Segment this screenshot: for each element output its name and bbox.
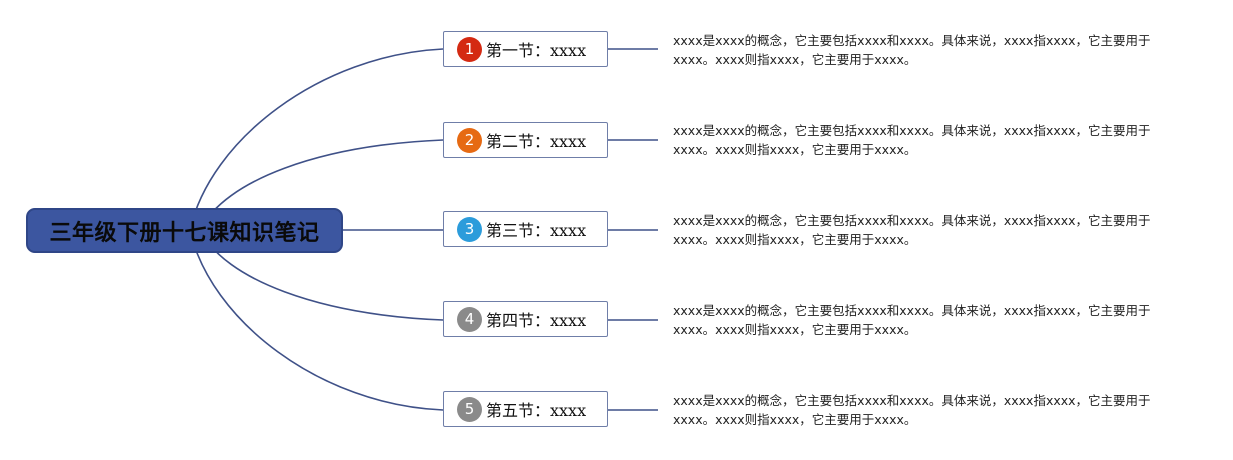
section-title: 第一节：xxxx [486,41,587,60]
root-topic-title: 三年级下册十七课知识笔记 [49,220,320,246]
section-node-5[interactable]: 5 第五节：xxxx [443,391,608,427]
section-description: xxxx是xxxx的概念，它主要包括xxxx和xxxx。具体来说，xxxx指xx… [673,393,1151,427]
branch-curve-5 [189,229,444,411]
number-badge-icon: 3 [457,216,482,242]
section-title: 第四节：xxxx [486,311,587,330]
number-badge-icon: 5 [457,396,482,422]
branch-curve-1 [189,48,444,231]
section-description: xxxx是xxxx的概念，它主要包括xxxx和xxxx。具体来说，xxxx指xx… [673,303,1151,337]
section-title: 第五节：xxxx [486,401,587,420]
section-node-2[interactable]: 2 第二节：xxxx [443,122,608,158]
number-badge-icon: 2 [457,127,482,153]
section-description: xxxx是xxxx的概念，它主要包括xxxx和xxxx。具体来说，xxxx指xx… [673,123,1151,157]
number-badge-icon: 4 [457,306,482,332]
section-title: 第三节：xxxx [486,221,587,240]
number-badge-icon: 1 [457,36,482,62]
section-node-3[interactable]: 3 第三节：xxxx [443,211,608,247]
root-topic[interactable]: 三年级下册十七课知识笔记 [26,208,343,253]
section-description: xxxx是xxxx的概念，它主要包括xxxx和xxxx。具体来说，xxxx指xx… [673,213,1151,247]
section-node-4[interactable]: 4 第四节：xxxx [443,301,608,337]
section-node-1[interactable]: 1 第一节：xxxx [443,31,608,67]
section-title: 第二节：xxxx [486,132,587,151]
section-description: xxxx是xxxx的概念，它主要包括xxxx和xxxx。具体来说，xxxx指xx… [673,33,1151,67]
